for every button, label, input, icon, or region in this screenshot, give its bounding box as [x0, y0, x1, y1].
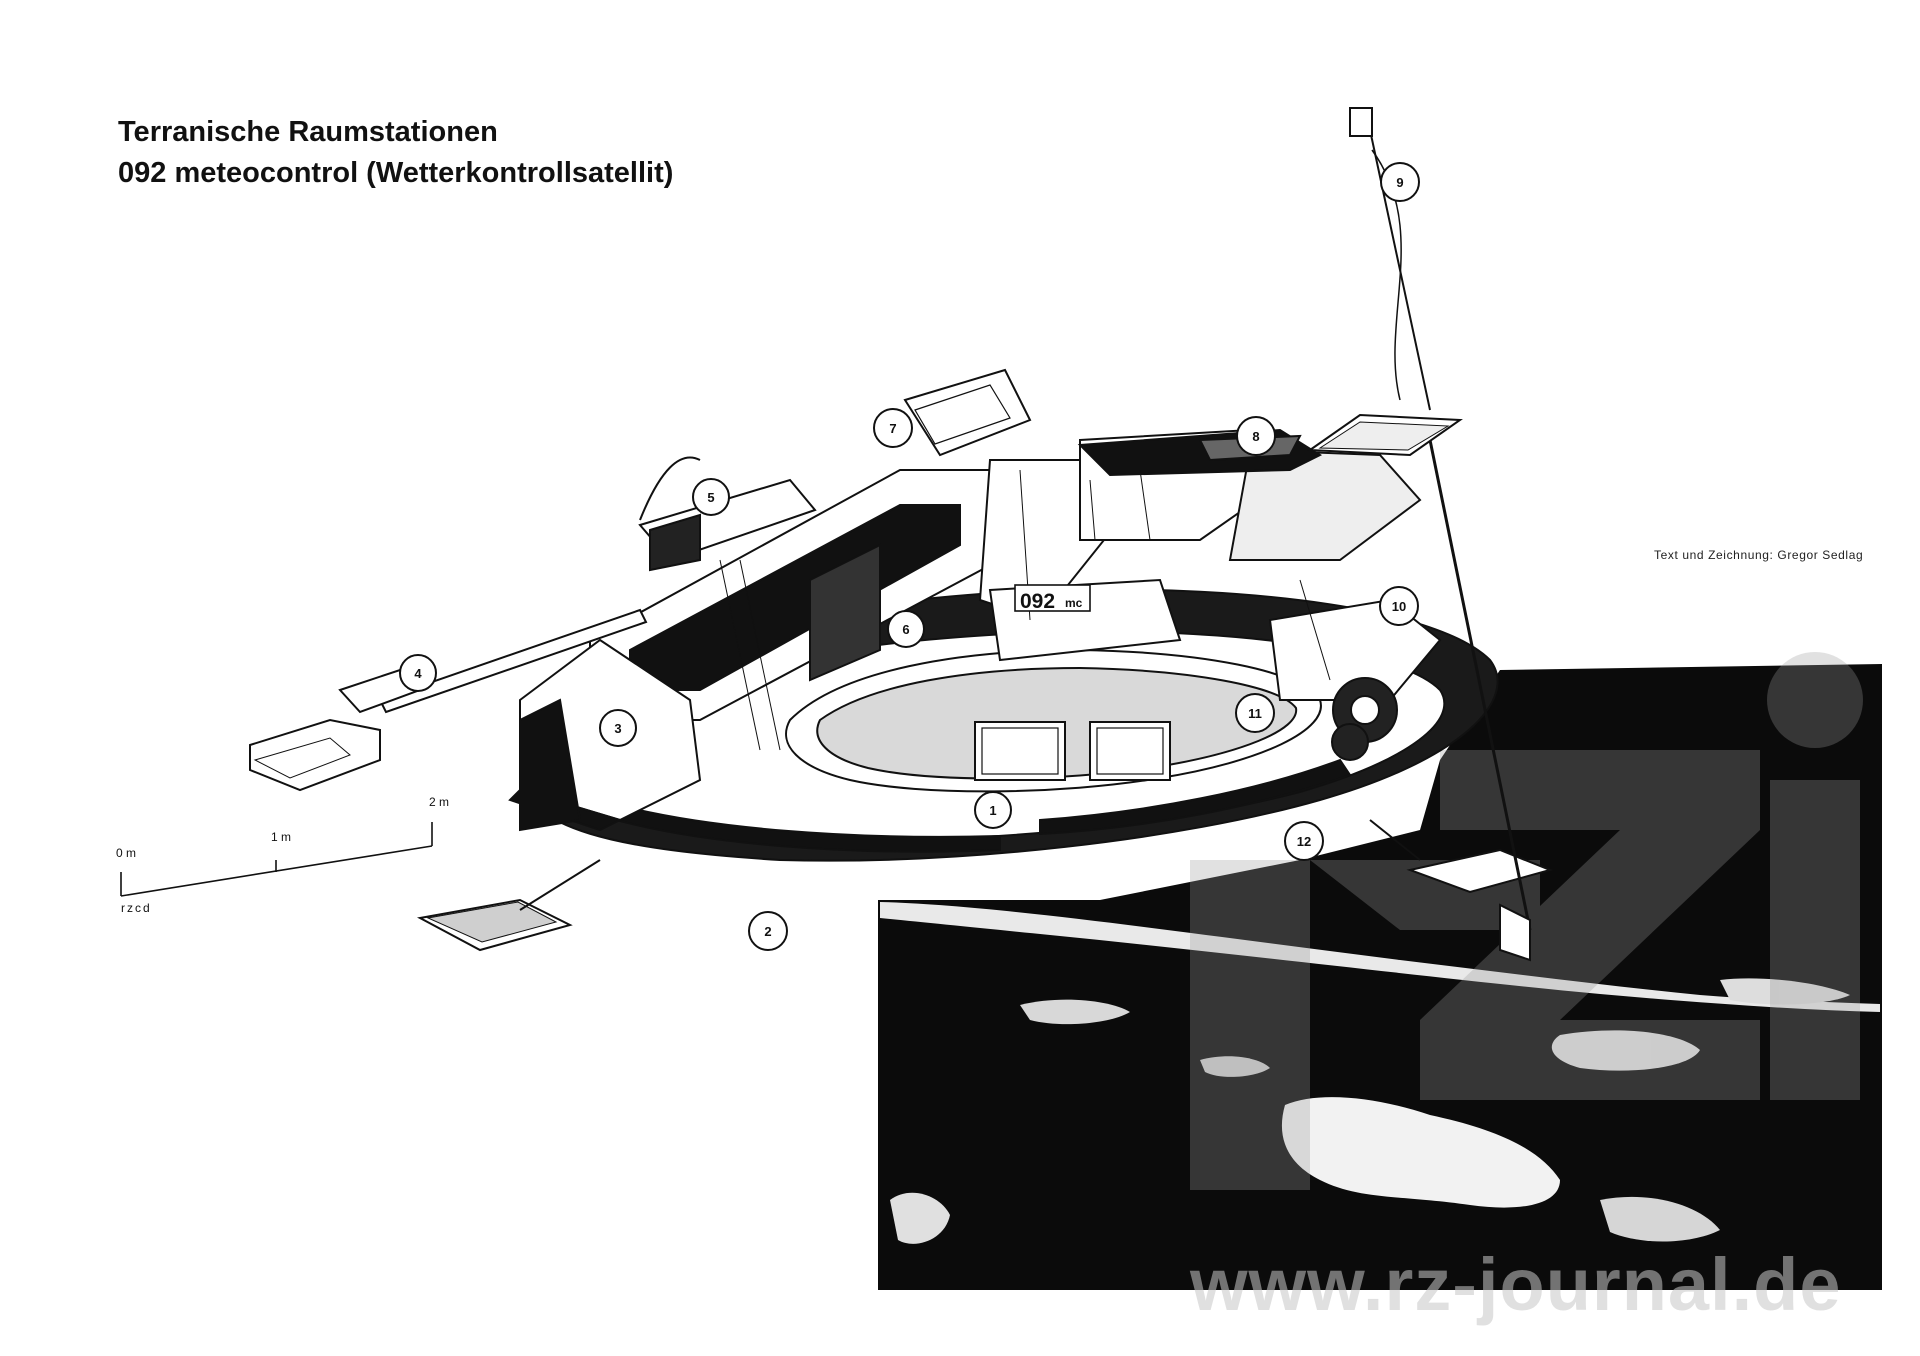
svg-text:9: 9 — [1396, 175, 1403, 190]
callout-2: 2 — [748, 911, 788, 951]
callout-8: 8 — [1236, 416, 1276, 456]
callout-5: 5 — [692, 478, 730, 516]
callout-7: 7 — [873, 408, 913, 448]
landing-foot-left — [416, 859, 601, 952]
callout-1: 1 — [974, 791, 1012, 829]
hull-number: 092 — [1020, 590, 1055, 613]
title-block: Terranische Raumstationen 092 meteocontr… — [118, 112, 673, 194]
svg-text:6: 6 — [902, 622, 909, 637]
title-line-2: 092 meteocontrol (Wetterkontrollsatellit… — [118, 157, 674, 189]
watermark-url: www.rz-journal.de — [1189, 1243, 1842, 1326]
callout-11: 11 — [1235, 693, 1275, 733]
svg-text:2: 2 — [764, 924, 771, 939]
scale-tick-1m: 1 m — [271, 830, 291, 844]
callout-10: 10 — [1379, 586, 1419, 626]
svg-text:10: 10 — [1392, 599, 1406, 614]
callout-9: 9 — [1380, 162, 1420, 202]
artist-initials: rzcd — [121, 901, 152, 915]
station-body — [508, 368, 1499, 862]
callout-6: 6 — [887, 610, 925, 648]
svg-text:4: 4 — [414, 666, 422, 681]
scale-tick-2m: 2 m — [429, 795, 449, 809]
solar-panel — [1307, 413, 1463, 457]
callout-12: 12 — [1284, 821, 1324, 861]
callouts: 1 2 3 4 5 6 7 8 9 10 11 12 — [399, 162, 1420, 951]
boom-arm — [249, 456, 701, 792]
svg-text:3: 3 — [614, 721, 621, 736]
credit-text: Text und Zeichnung: Gregor Sedlag — [1654, 548, 1864, 562]
svg-text:5: 5 — [707, 490, 714, 505]
svg-text:8: 8 — [1252, 429, 1259, 444]
hull-suffix: mc — [1065, 596, 1083, 610]
svg-text:11: 11 — [1248, 706, 1262, 721]
earth-background — [878, 664, 1882, 1290]
scale-bar: 0 m 1 m 2 m rzcd — [116, 795, 449, 915]
svg-text:12: 12 — [1297, 834, 1311, 849]
rz-logo — [1190, 652, 1863, 1190]
title-line-1: Terranische Raumstationen — [118, 116, 498, 148]
svg-text:1: 1 — [989, 803, 996, 818]
callout-3: 3 — [599, 709, 637, 747]
scale-tick-0m: 0 m — [116, 846, 136, 860]
callout-4: 4 — [399, 654, 437, 692]
svg-text:7: 7 — [889, 421, 896, 436]
